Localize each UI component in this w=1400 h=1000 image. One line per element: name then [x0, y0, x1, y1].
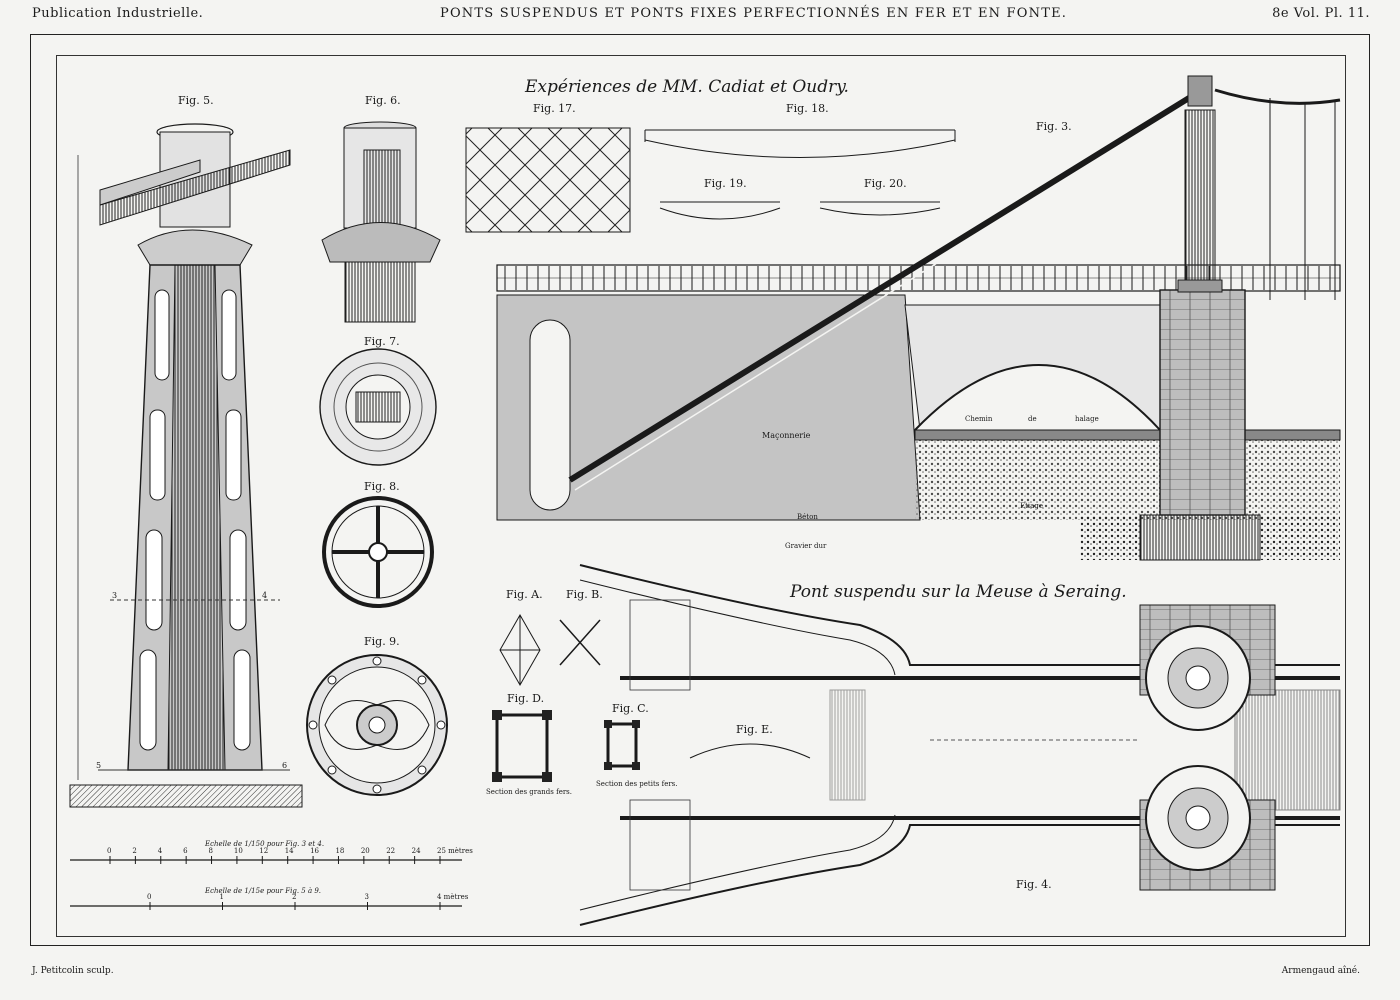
svg-text:5: 5: [96, 761, 101, 770]
figE-curve: [689, 743, 811, 759]
scale1-tick-label: 22: [386, 847, 395, 855]
scale2-tick-label: 1: [220, 893, 224, 901]
fig5-label: Fig. 5.: [178, 94, 214, 107]
scale2-bar: 0 1 2 3 4 mètres: [70, 893, 469, 910]
scale1-tick-label: 24: [412, 847, 421, 855]
plate-outer-frame: [30, 34, 1370, 946]
fig8-cross-section: [322, 496, 434, 608]
fig18-label: Fig. 18.: [786, 102, 829, 115]
concrete-label: Béton: [797, 513, 818, 521]
scale1-caption: Echelle de 1/150 pour Fig. 3 et 4.: [204, 840, 324, 848]
plate-title: PONTS SUSPENDUS ET PONTS FIXES PERFECTIO…: [440, 6, 1068, 21]
gravel-label: Gravier dur: [785, 542, 827, 550]
fig4-label: Fig. 4.: [1016, 878, 1052, 891]
scale1-tick-label: 18: [335, 847, 344, 855]
figC-bar-section: [604, 720, 640, 770]
scale1-tick-label: 6: [183, 847, 188, 855]
scale2-tick-label: 0: [147, 893, 151, 901]
fig6-tower-section: [321, 121, 441, 323]
fig3-label: Fig. 3.: [1036, 120, 1072, 133]
fig20-label: Fig. 20.: [864, 177, 907, 190]
scale1-tick-label: 25 mètres: [437, 847, 473, 855]
bridge-caption: Pont suspendu sur la Meuse à Seraing.: [789, 582, 1127, 602]
svg-text:4: 4: [262, 591, 267, 600]
scale2-tick-label: 4 mètres: [437, 893, 469, 901]
scale1-tick-label: 8: [209, 847, 213, 855]
svg-text:6: 6: [282, 761, 287, 770]
scale1-tick-label: 16: [310, 847, 319, 855]
scale1-tick-label: 2: [132, 847, 136, 855]
volume-plate-number: 8e Vol. Pl. 11.: [1272, 6, 1370, 21]
figB-label: Fig. B.: [566, 588, 603, 601]
fig9-base-plan: [306, 654, 448, 796]
scale1-tick-label: 14: [285, 847, 294, 855]
towpath-label-2: de: [1028, 415, 1037, 423]
figB-cross: [559, 619, 601, 666]
plate-inner-frame: [56, 55, 1346, 937]
scale2-tick-label: 3: [365, 893, 369, 901]
svg-text:3: 3: [112, 591, 117, 600]
fig5-tower-elevation: 3 4 5 6: [69, 123, 303, 808]
fig7-plan-view: [319, 348, 437, 466]
masonry-label: Maçonnerie: [762, 431, 811, 440]
figA-diamond: [499, 613, 541, 687]
big-bars-label: Section des grands fers.: [486, 788, 572, 796]
fig19-label: Fig. 19.: [704, 177, 747, 190]
low-water-label: Etiage: [1020, 502, 1043, 510]
scale1-tick-label: 10: [234, 847, 243, 855]
figC-label: Fig. C.: [612, 702, 649, 715]
fig17-label: Fig. 17.: [533, 102, 576, 115]
fig3-bridge-elevation: [496, 75, 1341, 561]
small-bars-label: Section des petits fers.: [596, 780, 678, 788]
author-credit: Armengaud aîné.: [1281, 966, 1360, 976]
figD-bar-section: [492, 710, 552, 782]
scale1-tick-label: 12: [259, 847, 268, 855]
scale2-caption: Echelle de 1/15e pour Fig. 5 à 9.: [204, 887, 321, 895]
figA-label: Fig. A.: [506, 588, 543, 601]
fig18-deflection-curve: [644, 129, 956, 158]
scale1-tick-label: 0: [107, 847, 111, 855]
scale1-tick-label: 20: [361, 847, 370, 855]
fig4-bridge-plan: [579, 564, 1341, 926]
scale1-tick-label: 4: [158, 847, 163, 855]
engraver-credit: J. Petitcolin sculp.: [32, 966, 114, 976]
fig20-curve: [819, 201, 941, 216]
fig7-label: Fig. 7.: [364, 335, 400, 348]
fig19-curve: [659, 201, 781, 220]
towpath-label-3: halage: [1075, 415, 1099, 423]
experiments-caption: Expériences de MM. Cadiat et Oudry.: [524, 77, 849, 97]
figE-label: Fig. E.: [736, 723, 773, 736]
towpath-label-1: Chemin: [965, 415, 993, 423]
scale2-tick-label: 2: [292, 893, 296, 901]
fig8-label: Fig. 8.: [364, 480, 400, 493]
fig9-label: Fig. 9.: [364, 635, 400, 648]
fig6-label: Fig. 6.: [365, 94, 401, 107]
fig17-lattice: [465, 127, 631, 233]
publication-title: Publication Industrielle.: [32, 6, 204, 21]
figD-label: Fig. D.: [507, 692, 544, 705]
